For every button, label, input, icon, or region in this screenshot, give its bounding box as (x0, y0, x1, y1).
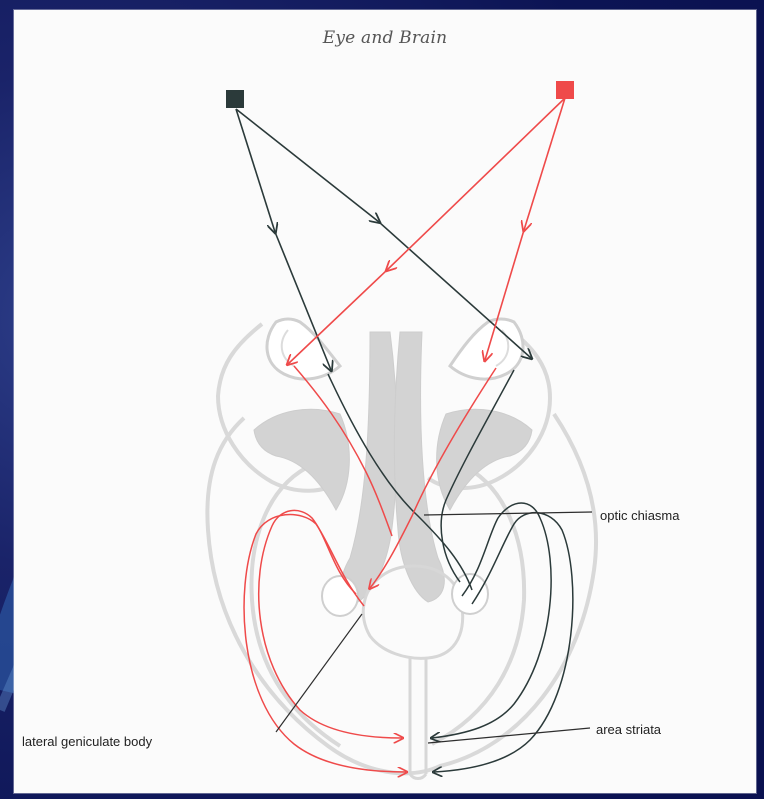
lateral-geniculate-body-label: lateral geniculate body (22, 734, 152, 749)
left-visual-object (226, 90, 244, 108)
visual-pathway-diagram (14, 10, 756, 793)
right-eye (450, 319, 523, 379)
diagram-paper: Eye and Brain (14, 10, 756, 793)
area-striata-label: area striata (596, 722, 661, 737)
right-visual-object (556, 81, 574, 99)
midbrain-and-ventricle (363, 566, 462, 779)
dark-square-icon (226, 90, 244, 108)
red-light-rays (288, 98, 565, 364)
optic-chiasma-label: optic chiasma (600, 508, 679, 523)
red-square-icon (556, 81, 574, 99)
